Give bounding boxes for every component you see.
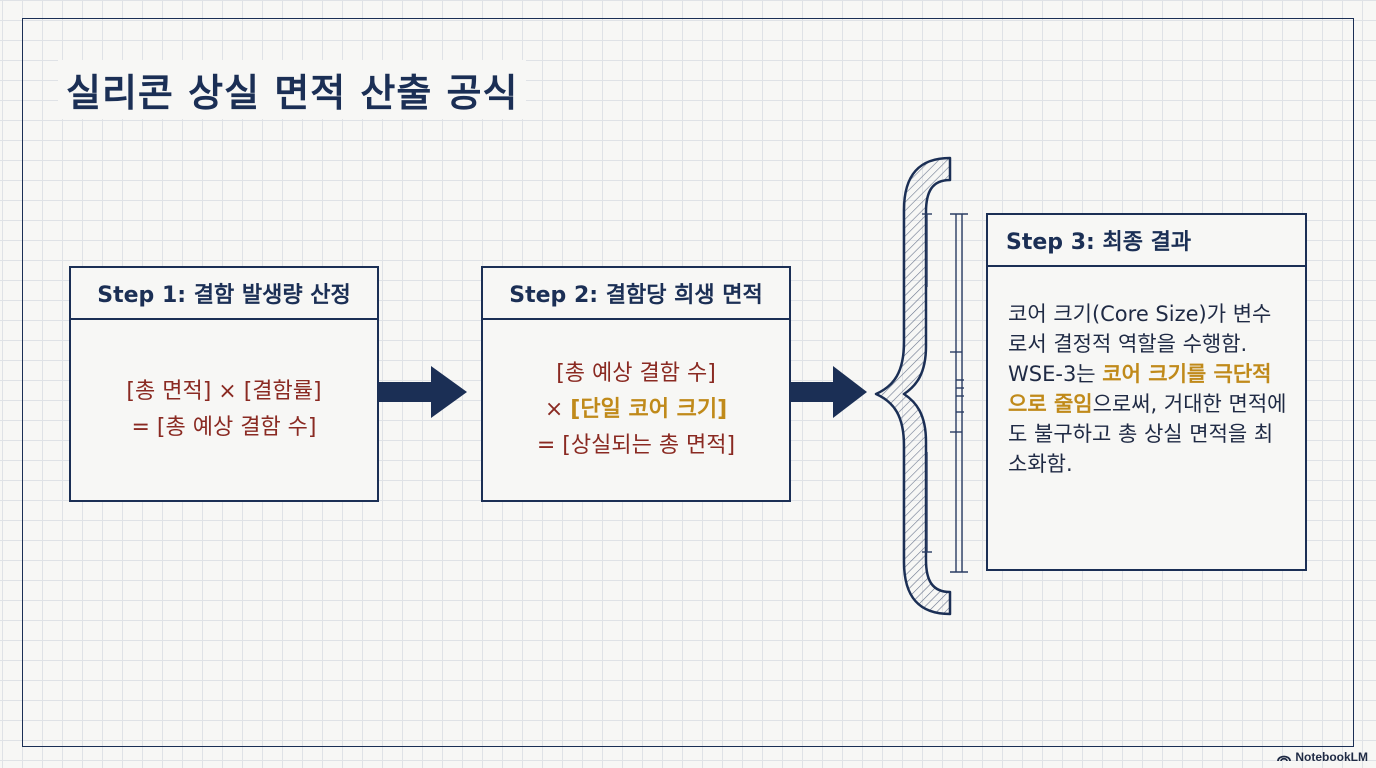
step3-text1: 코어 크기(Core Size)가 변수로서 결정적 역할을 수행함. — [1008, 302, 1272, 356]
step2-box: Step 2: 결함당 희생 면적 [총 예상 결함 수] × [단일 코어 크… — [481, 266, 791, 502]
step1-box: Step 1: 결함 발생량 산정 [총 면적] × [결함률] = [총 예상… — [69, 266, 379, 502]
step2-title: Step 2: 결함당 희생 면적 — [483, 268, 789, 320]
step1-line1: [총 면적] × [결함률] — [126, 379, 322, 404]
notebooklm-logo-icon — [1277, 755, 1292, 762]
step1-title: Step 1: 결함 발생량 산정 — [71, 268, 377, 320]
page-title: 실리콘 상실 면적 산출 공식 — [58, 60, 527, 119]
step2-line2-prefix: × — [544, 397, 571, 422]
watermark-text: NotebookLM — [1295, 750, 1368, 764]
notebooklm-watermark: NotebookLM — [1277, 750, 1368, 764]
step2-line3: = [상실되는 총 면적] — [536, 433, 736, 458]
step2-formula: [총 예상 결함 수] × [단일 코어 크기] = [상실되는 총 면적] — [483, 320, 789, 500]
step3-text: 코어 크기(Core Size)가 변수로서 결정적 역할을 수행함. WSE-… — [988, 267, 1305, 479]
arrow-right-icon — [791, 366, 867, 418]
step3-title: Step 3: 최종 결과 — [988, 215, 1305, 267]
step3-text2: WSE-3는 코어 크기를 극단적으로 줄임으로써, 거대한 면적에도 불구하고… — [1008, 359, 1287, 479]
step2-line2: × [단일 코어 크기] — [545, 392, 727, 428]
step1-line2: = [총 예상 결함 수] — [131, 415, 317, 440]
step3-text2-prefix: WSE-3는 — [1008, 362, 1103, 386]
step2-line2-highlight: [단일 코어 크기] — [570, 397, 728, 422]
diagram-frame — [22, 18, 1354, 747]
arrow-right-icon — [379, 366, 467, 418]
step3-box: Step 3: 최종 결과 코어 크기(Core Size)가 변수로서 결정적… — [986, 213, 1307, 571]
step2-line1: [총 예상 결함 수] — [556, 361, 716, 386]
curly-brace-icon — [874, 156, 968, 616]
step3-text2-highlight: 코어 크기를 극단적으로 줄임 — [1008, 362, 1272, 416]
step3-text2-suffix: 으로써, 거대한 면적에도 불구하고 총 상실 면적을 최소화함. — [1008, 392, 1287, 476]
step1-formula: [총 면적] × [결함률] = [총 예상 결함 수] — [71, 320, 377, 500]
